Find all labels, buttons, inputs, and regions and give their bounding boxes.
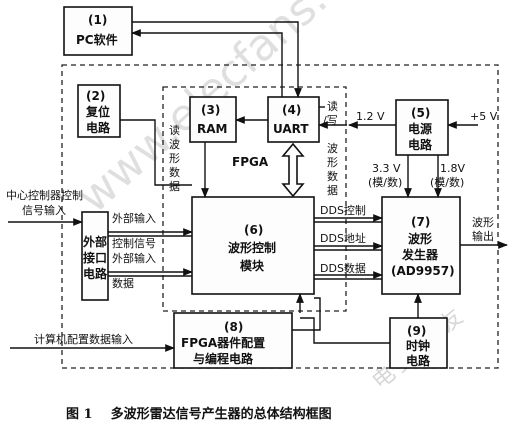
power-line1: 电源 bbox=[408, 121, 432, 136]
ram-label: RAM bbox=[197, 122, 227, 136]
reset-line1: 复位 bbox=[85, 104, 110, 119]
power-num: (5) bbox=[411, 106, 430, 120]
reset-line2: 电路 bbox=[86, 120, 111, 135]
gen-line3: (AD9957) bbox=[391, 264, 455, 278]
read-wave-char-4: 据 bbox=[169, 179, 180, 193]
dds-addr-label: DDS地址 bbox=[320, 231, 366, 245]
v5-label: +5 V bbox=[470, 110, 498, 123]
wave-out-line2: 输出 bbox=[472, 229, 494, 243]
v18-line1: 1.8V bbox=[440, 162, 465, 175]
control-num: (6) bbox=[244, 223, 263, 237]
dds-data-label: DDS数据 bbox=[320, 261, 366, 275]
ext-ctrl-line1: 外部输入 bbox=[112, 211, 156, 225]
pc-software-block: (1) PC软件 bbox=[63, 6, 133, 56]
rw-wave-char-2: 波 bbox=[327, 142, 338, 155]
ext-ctrl-line2: 控制信号 bbox=[112, 236, 156, 250]
gen-line2: 发生器 bbox=[401, 247, 439, 262]
ext-data-line1: 外部输入 bbox=[112, 251, 156, 265]
cfg-line1: FPGA器件配置 bbox=[181, 335, 265, 350]
fpga-label: FPGA bbox=[232, 155, 269, 169]
ext-data-line2: 数据 bbox=[112, 276, 134, 290]
signal-labels: 读 波 形 数 据 读 /写 波 形 数 据 中心控制器控制 信号输入 外部输入… bbox=[6, 99, 498, 346]
v33-line1: 3.3 V bbox=[372, 162, 401, 175]
gen-num: (7) bbox=[411, 215, 430, 229]
clock-line2: 电路 bbox=[406, 353, 431, 368]
power-circuit-block: (5) 电源 电路 bbox=[395, 99, 449, 156]
pc-label: PC软件 bbox=[76, 32, 118, 47]
v18-line2: (模/数) bbox=[430, 176, 464, 189]
central-input-line1: 中心控制器控制 bbox=[6, 188, 83, 202]
power-line2: 电路 bbox=[408, 137, 433, 152]
rw-wave-char-4: 数 bbox=[327, 170, 338, 183]
control-line1: 波形控制 bbox=[228, 240, 276, 255]
waveform-generator-block: (7) 波形 发生器 (AD9957) bbox=[381, 196, 461, 295]
clock-line1: 时钟 bbox=[406, 338, 430, 353]
connections bbox=[8, 21, 508, 352]
iface-line1: 外部 bbox=[83, 234, 107, 249]
rw-wave-char-1: /写 bbox=[323, 114, 338, 127]
fpga-boundary bbox=[162, 86, 347, 312]
wave-out-line1: 波形 bbox=[472, 216, 494, 229]
uart-label: UART bbox=[273, 122, 309, 136]
control-line2: 模块 bbox=[240, 258, 265, 273]
rw-wave-char-3: 形 bbox=[327, 156, 338, 169]
central-input-line2: 信号输入 bbox=[22, 203, 66, 217]
rw-wave-char-5: 据 bbox=[327, 183, 338, 197]
v33-line2: (模/数) bbox=[368, 176, 402, 189]
gen-line1: 波形 bbox=[408, 231, 432, 246]
iface-line2: 接口 bbox=[83, 250, 107, 265]
figure-caption: 图 1 多波形雷达信号产生器的总体结构框图 bbox=[66, 406, 332, 422]
read-wave-char-0: 读 bbox=[169, 123, 180, 137]
ram-block: (3) RAM bbox=[189, 96, 237, 143]
external-interface-block: 外部 接口 电路 bbox=[81, 211, 109, 301]
read-wave-char-1: 波 bbox=[169, 138, 180, 151]
clock-circuit-block: (9) 时钟 电路 bbox=[389, 317, 448, 369]
iface-line3: 电路 bbox=[83, 266, 108, 281]
cfg-num: (8) bbox=[224, 320, 243, 334]
reset-circuit-block: (2) 复位 电路 bbox=[77, 84, 121, 138]
uart-num: (4) bbox=[282, 103, 301, 117]
clock-num: (9) bbox=[407, 324, 426, 338]
dds-ctrl-label: DDS控制 bbox=[320, 203, 366, 217]
pc-num: (1) bbox=[88, 13, 107, 27]
read-wave-char-3: 数 bbox=[169, 166, 180, 179]
fpga-config-block: (8) FPGA器件配置 与编程电路 bbox=[173, 312, 293, 369]
computer-config-label: 计算机配置数据输入 bbox=[34, 332, 133, 346]
cfg-line2: 与编程电路 bbox=[193, 351, 254, 366]
uart-block: (4) UART bbox=[267, 96, 320, 143]
reset-num: (2) bbox=[86, 89, 105, 103]
read-wave-char-2: 形 bbox=[169, 152, 180, 165]
waveform-control-block: (6) 波形控制 模块 bbox=[191, 196, 315, 295]
rw-wave-char-0: 读 bbox=[327, 99, 338, 113]
ram-num: (3) bbox=[201, 103, 220, 117]
v12-label: 1.2 V bbox=[356, 110, 385, 123]
